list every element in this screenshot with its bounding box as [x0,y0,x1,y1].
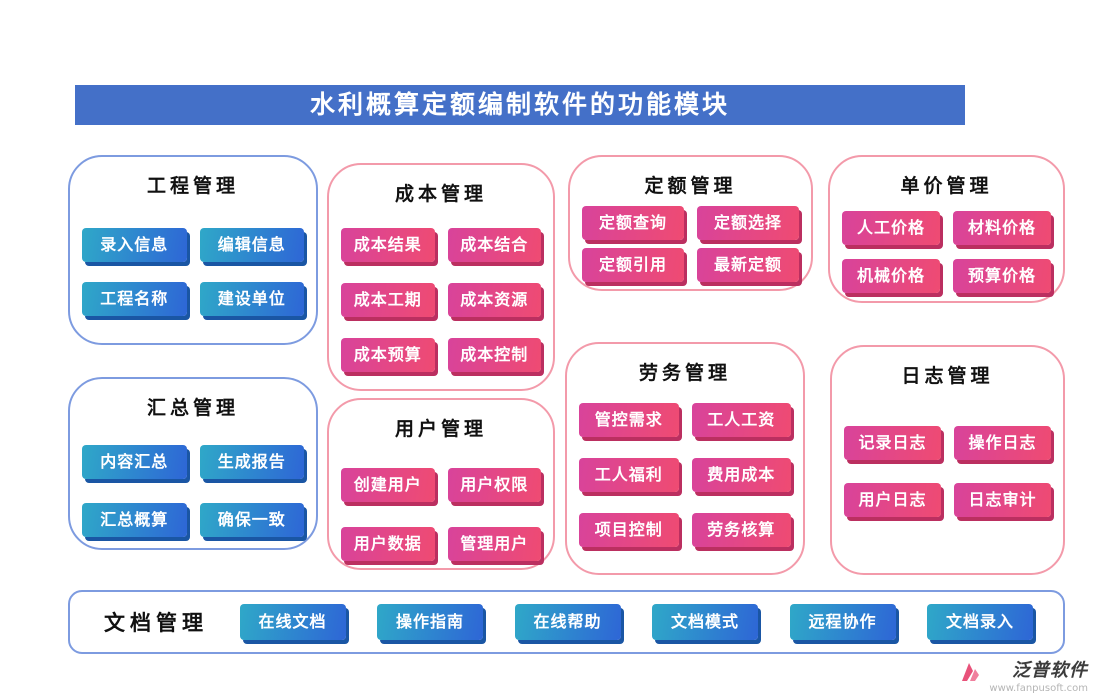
module-button[interactable]: 材料价格 [953,211,1051,245]
module-button[interactable]: 工人工资 [691,403,791,437]
module-cost-management: 成本管理 成本结果 成本结合 成本工期 成本资源 成本预算 成本控制 [327,163,555,391]
module-title: 劳务管理 [638,362,731,384]
button-grid: 人工价格 材料价格 机械价格 预算价格 [842,211,1051,293]
module-button[interactable]: 成本预算 [341,338,435,372]
module-button[interactable]: 管控需求 [579,403,679,437]
module-button[interactable]: 在线文档 [239,604,346,640]
module-title: 成本管理 [394,183,487,205]
brand-watermark: 泛普软件 www.fanpusoft.com [958,656,1088,694]
module-title: 单价管理 [900,175,993,197]
module-button[interactable]: 记录日志 [844,426,941,460]
button-grid: 成本结果 成本结合 成本工期 成本资源 成本预算 成本控制 [341,228,541,372]
module-button[interactable]: 劳务核算 [691,513,791,547]
module-button[interactable]: 用户日志 [844,483,941,517]
module-button[interactable]: 费用成本 [691,458,791,492]
module-user-management: 用户管理 创建用户 用户权限 用户数据 管理用户 [327,398,555,570]
module-unit-price-management: 单价管理 人工价格 材料价格 机械价格 预算价格 [828,155,1065,303]
module-project-management: 工程管理 录入信息 编辑信息 工程名称 建设单位 [68,155,318,345]
button-grid: 内容汇总 生成报告 汇总概算 确保一致 [82,445,304,537]
button-grid: 录入信息 编辑信息 工程名称 建设单位 [82,228,304,316]
module-button[interactable]: 创建用户 [341,468,435,502]
module-title: 定额管理 [644,175,737,197]
module-title: 工程管理 [146,175,239,197]
module-summary-management: 汇总管理 内容汇总 生成报告 汇总概算 确保一致 [68,377,318,550]
module-button[interactable]: 定额查询 [582,206,684,240]
brand-url: www.fanpusoft.com [989,683,1088,694]
module-button[interactable]: 成本结合 [447,228,541,262]
module-button[interactable]: 预算价格 [953,259,1051,293]
module-button[interactable]: 文档录入 [927,604,1033,640]
module-button[interactable]: 日志审计 [954,483,1051,517]
module-button[interactable]: 汇总概算 [82,503,187,537]
module-button[interactable]: 管理用户 [447,527,541,561]
button-grid: 创建用户 用户权限 用户数据 管理用户 [341,468,541,561]
module-button[interactable]: 机械价格 [842,259,940,293]
module-button[interactable]: 在线帮助 [514,604,621,640]
module-button[interactable]: 项目控制 [579,513,679,547]
module-button[interactable]: 用户权限 [447,468,541,502]
module-button[interactable]: 成本资源 [447,283,541,317]
module-log-management: 日志管理 记录日志 操作日志 用户日志 日志审计 [830,345,1065,575]
module-button[interactable]: 成本结果 [341,228,435,262]
module-button[interactable]: 文档模式 [652,604,758,640]
module-title: 日志管理 [901,365,994,387]
module-button[interactable]: 远程协作 [789,604,896,640]
fanpu-logo-icon [958,661,982,689]
module-document-management: 文档管理 在线文档 操作指南 在线帮助 文档模式 远程协作 文档录入 [68,590,1065,654]
module-button[interactable]: 操作指南 [377,604,483,640]
module-button[interactable]: 编辑信息 [199,228,304,262]
module-title: 汇总管理 [146,397,239,419]
module-title: 用户管理 [394,418,487,440]
module-button[interactable]: 操作日志 [954,426,1051,460]
module-button[interactable]: 定额引用 [582,248,684,282]
module-quota-management: 定额管理 定额查询 定额选择 定额引用 最新定额 [568,155,813,291]
module-button[interactable]: 定额选择 [697,206,799,240]
module-button[interactable]: 工程名称 [82,282,187,316]
module-button[interactable]: 用户数据 [341,527,435,561]
module-button[interactable]: 建设单位 [199,282,304,316]
module-labor-management: 劳务管理 管控需求 工人工资 工人福利 费用成本 项目控制 劳务核算 [565,342,805,575]
module-title: 文档管理 [104,611,208,635]
page-title: 水利概算定额编制软件的功能模块 [75,85,965,125]
module-button[interactable]: 人工价格 [842,211,940,245]
brand-name: 泛普软件 [1012,660,1088,681]
module-button[interactable]: 确保一致 [199,503,304,537]
module-button[interactable]: 最新定额 [697,248,799,282]
module-button[interactable]: 内容汇总 [82,445,187,479]
module-button[interactable]: 录入信息 [82,228,187,262]
module-button[interactable]: 成本工期 [341,283,435,317]
module-button[interactable]: 成本控制 [447,338,541,372]
module-button[interactable]: 生成报告 [199,445,304,479]
button-grid: 定额查询 定额选择 定额引用 最新定额 [582,206,799,282]
module-button[interactable]: 工人福利 [579,458,679,492]
button-grid: 管控需求 工人工资 工人福利 费用成本 项目控制 劳务核算 [579,403,791,547]
button-grid: 记录日志 操作日志 用户日志 日志审计 [844,426,1051,517]
